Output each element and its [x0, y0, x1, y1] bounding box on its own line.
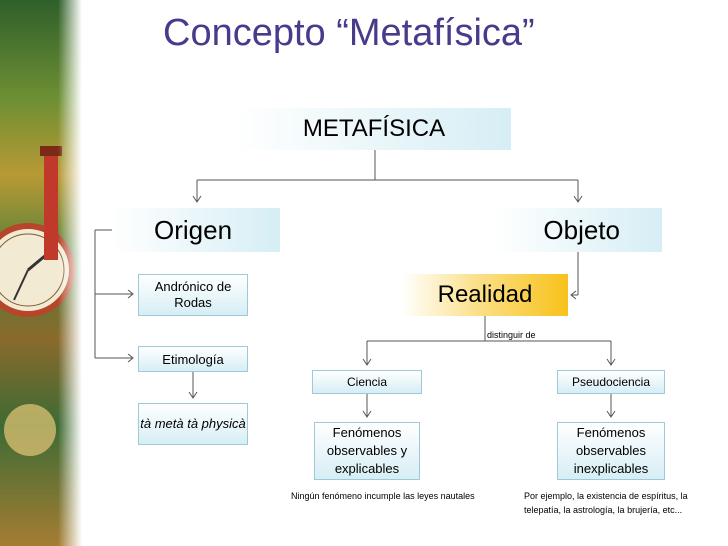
- objeto-label: Objeto: [543, 214, 620, 245]
- ciencia-label: Ciencia: [346, 375, 388, 389]
- objeto-node: Objeto: [494, 208, 662, 252]
- decorative-clock-sidebar: [0, 0, 82, 546]
- page-title: Concepto “Metafísica”: [163, 12, 535, 54]
- fenomenos-inexplicables-label: Fenómenos observables inexplicables: [573, 425, 649, 476]
- andronico-label: Andrónico de Rodas: [154, 279, 232, 310]
- distinguir-label: distinguir de: [487, 330, 536, 340]
- origen-label: Origen: [154, 214, 233, 245]
- realidad-label: Realidad: [437, 281, 533, 308]
- fenomenos-explicables-label: Fenómenos observables y explicables: [326, 425, 408, 476]
- origen-node: Origen: [112, 208, 280, 252]
- fenomenos-explicables-node: Fenómenos observables y explicables: [314, 422, 420, 480]
- realidad-node: Realidad: [402, 274, 568, 316]
- metafisica-node: METAFÍSICA: [237, 108, 511, 150]
- pseudociencia-note: Por ejemplo, la existencia de espíritus,…: [524, 491, 688, 515]
- pseudociencia-label: Pseudociencia: [571, 375, 651, 389]
- metafisica-label: METAFÍSICA: [302, 115, 446, 142]
- pseudociencia-node: Pseudociencia: [557, 370, 665, 394]
- ciencia-note: Ningún fenómeno incumple las leyes nauta…: [291, 491, 475, 501]
- fenomenos-inexplicables-node: Fenómenos observables inexplicables: [557, 422, 665, 480]
- andronico-node: Andrónico de Rodas: [138, 274, 248, 316]
- etimologia-label: Etimología: [162, 351, 224, 367]
- etimologia-valor-label: tà metà tà physicà: [140, 416, 246, 431]
- etimologia-valor-node: tà metà tà physicà: [138, 403, 248, 445]
- clock-illustration: [0, 146, 75, 456]
- ciencia-node: Ciencia: [312, 370, 422, 394]
- etimologia-node: Etimología: [138, 346, 248, 372]
